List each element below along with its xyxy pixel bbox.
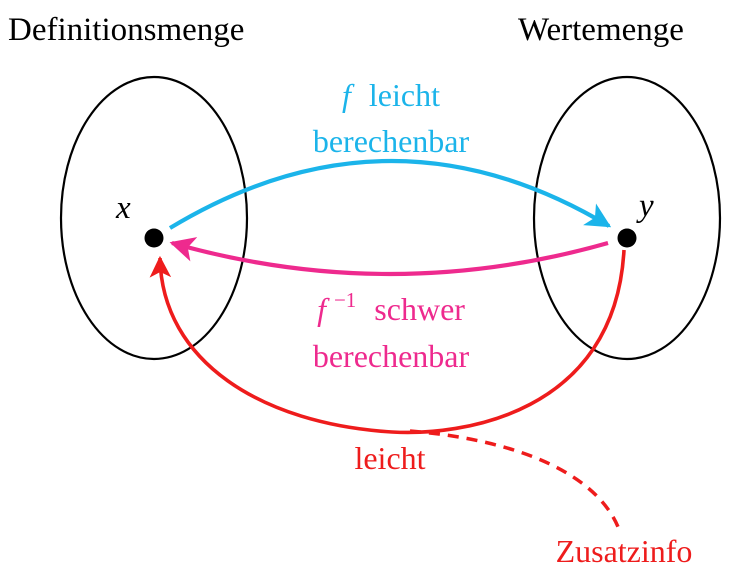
element-y-label: y bbox=[636, 188, 654, 224]
element-x-label: x bbox=[115, 190, 131, 226]
inverse-arrow-f-inverse bbox=[169, 237, 609, 277]
inverse-label-line1: f −1 schwer bbox=[317, 278, 465, 327]
element-y-point bbox=[617, 228, 637, 248]
extra-info-label: Zusatzinfo bbox=[556, 533, 693, 569]
element-x-point bbox=[144, 228, 164, 248]
trapdoor-label: leicht bbox=[354, 440, 425, 476]
forward-label-line1: f leicht bbox=[342, 77, 440, 113]
codomain-title: Wertemenge bbox=[518, 12, 684, 48]
forward-label-line2: berechenbar bbox=[313, 123, 470, 159]
forward-symbol: f bbox=[342, 77, 355, 113]
trapdoor-arrow bbox=[149, 249, 626, 435]
inverse-difficulty: schwer bbox=[374, 291, 465, 327]
inverse-superscript: −1 bbox=[334, 288, 356, 312]
forward-ease: leicht bbox=[369, 77, 440, 113]
domain-set-ellipse bbox=[59, 75, 249, 361]
forward-arrow-f bbox=[168, 158, 612, 230]
inverse-symbol: f bbox=[317, 291, 330, 327]
domain-title: Definitionsmenge bbox=[8, 12, 244, 48]
codomain-set-ellipse bbox=[532, 75, 722, 361]
inverse-label-line2: berechenbar bbox=[313, 338, 470, 374]
info-connector-dashed bbox=[409, 429, 622, 533]
